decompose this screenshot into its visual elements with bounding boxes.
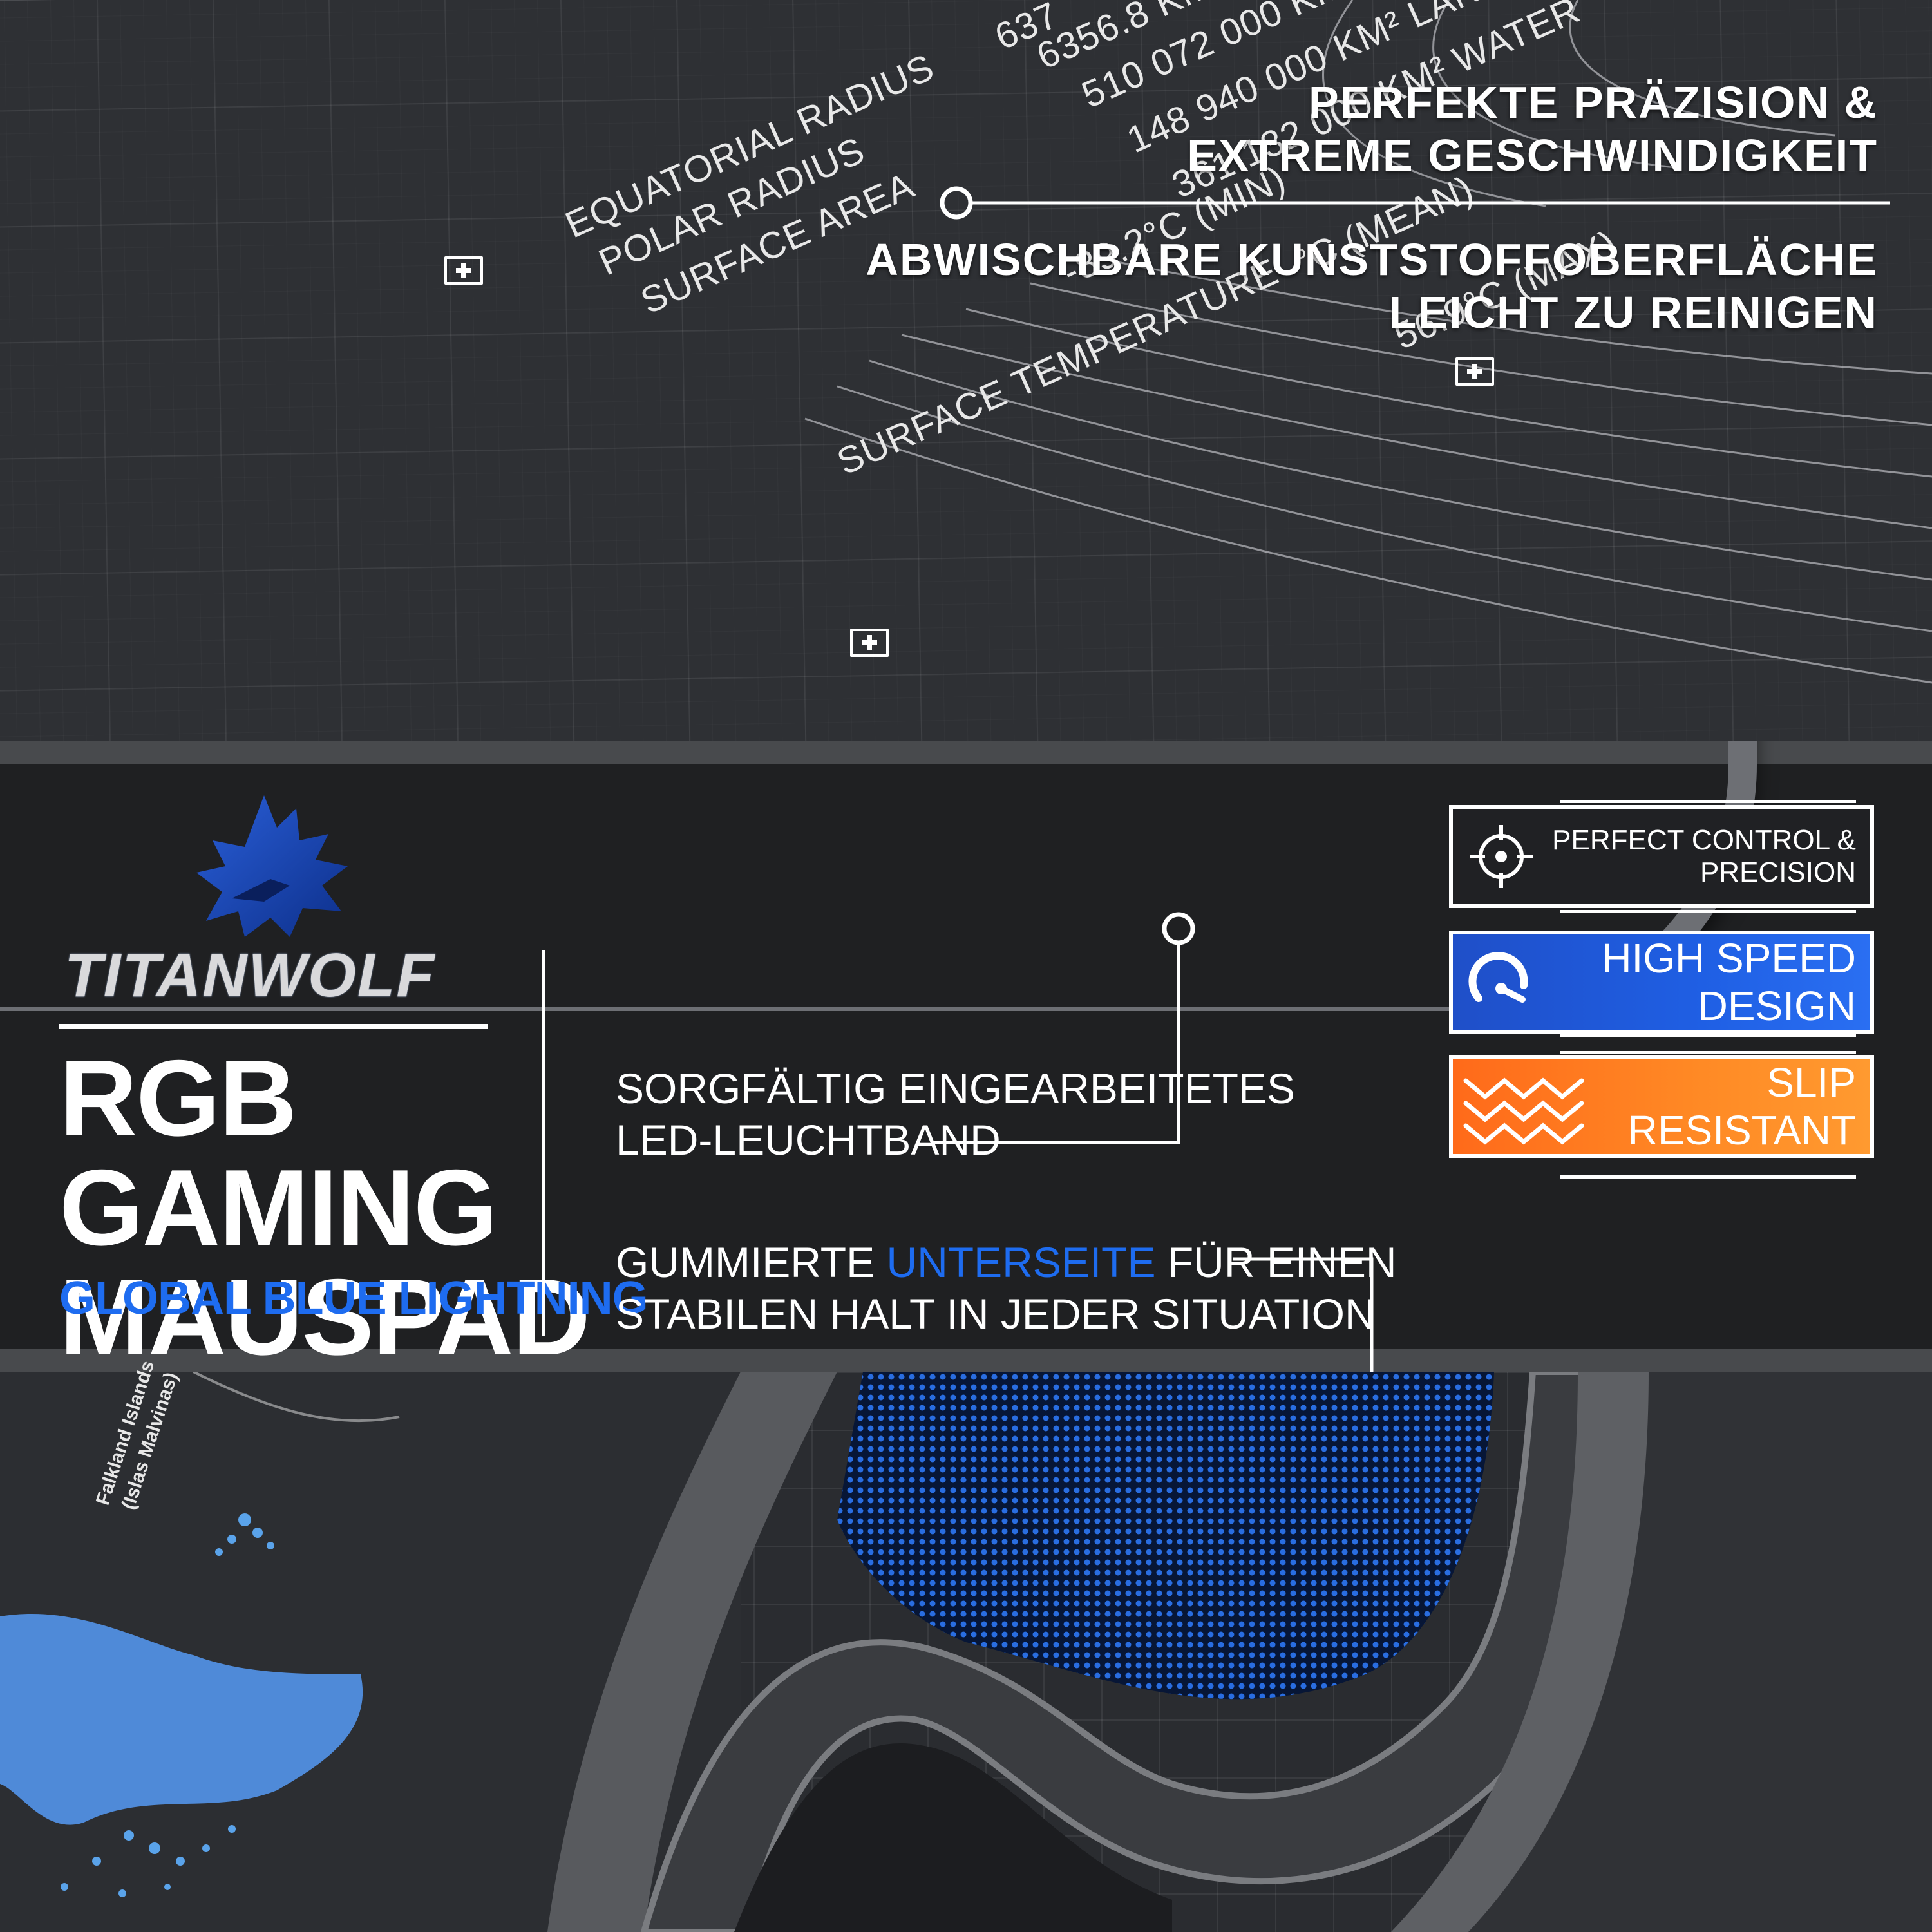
product-title-line-1: RGB GAMING — [59, 1037, 498, 1268]
speedometer-icon — [1453, 934, 1549, 1030]
callout-line-top — [940, 186, 1890, 220]
badge-high-speed: HIGH SPEED DESIGN — [1449, 910, 1874, 1054]
callout-rubber-line-2: STABILEN HALT IN JEDER SITUATION — [616, 1290, 1376, 1338]
product-title: RGB GAMING MAUSPAD — [59, 1037, 591, 1378]
vertical-divider — [542, 950, 545, 1336]
crosshair-icon — [1453, 809, 1549, 904]
badge-label: SLIP RESISTANT — [1560, 1034, 1870, 1179]
callout-led-line-1: SORGFÄLTIG EINGEARBEITETES — [616, 1065, 1295, 1112]
callout-rubber-prefix: GUMMIERTE — [616, 1238, 887, 1286]
callout-rubber-suffix: FÜR EINEN — [1155, 1238, 1397, 1286]
callout-led-line-2: LED-LEUCHTBAND — [616, 1116, 1001, 1164]
callout-rubber-highlight: UNTERSEITE — [886, 1238, 1156, 1286]
badge-label: PERFECT CONTROL & PRECISION — [1549, 800, 1870, 913]
badge-slip-resistant: SLIP RESISTANT — [1449, 1034, 1874, 1179]
badge-label: HIGH SPEED DESIGN — [1549, 910, 1870, 1054]
product-subtitle: GLOBAL BLUE LIGHTNING — [59, 1273, 649, 1324]
feature-precision-line-2: EXTREME GESCHWINDIGKEIT — [1187, 130, 1878, 180]
callout-rubber-base: GUMMIERTE UNTERSEITE FÜR EINEN STABILEN … — [616, 1236, 1397, 1340]
pad-crosshair-mark — [1455, 357, 1494, 386]
wolf-logo-icon — [196, 795, 348, 937]
top-product-photo: EQUATORIAL RADIUS POLAR RADIUS SURFACE A… — [0, 0, 1932, 741]
tread-pattern-icon — [1453, 1059, 1601, 1154]
pad-crosshair-mark — [850, 629, 889, 657]
feature-surface-line-2: LEICHT ZU REINIGEN — [1388, 287, 1878, 337]
feature-precision-text: PERFEKTE PRÄZISION & EXTREME GESCHWINDIG… — [1187, 76, 1878, 182]
callout-led-band: SORGFÄLTIG EINGEARBEITETES LED-LEUCHTBAN… — [616, 1063, 1295, 1166]
badge-perfect-control: PERFECT CONTROL & PRECISION — [1449, 800, 1874, 913]
callout-rubber-line-1: GUMMIERTE UNTERSEITE FÜR EINEN — [616, 1236, 1397, 1288]
feature-surface-line-1: ABWISCHBARE KUNSTSTOFFOBERFLÄCHE — [866, 234, 1878, 285]
feature-surface-text: ABWISCHBARE KUNSTSTOFFOBERFLÄCHE LEICHT … — [866, 233, 1878, 339]
brand-logo-text: TITANWOLF — [64, 941, 436, 1010]
bottom-product-photo — [0, 1372, 1932, 1932]
callout-line-led — [934, 912, 1195, 1144]
product-title-line-2: MAUSPAD — [59, 1256, 591, 1378]
feature-precision-line-1: PERFEKTE PRÄZISION & — [1309, 77, 1878, 128]
pad-crosshair-mark — [444, 256, 483, 285]
folded-mousepad-art — [0, 1372, 1932, 1932]
brand-divider — [59, 1024, 488, 1029]
pad-flow-lines — [804, 0, 1932, 684]
